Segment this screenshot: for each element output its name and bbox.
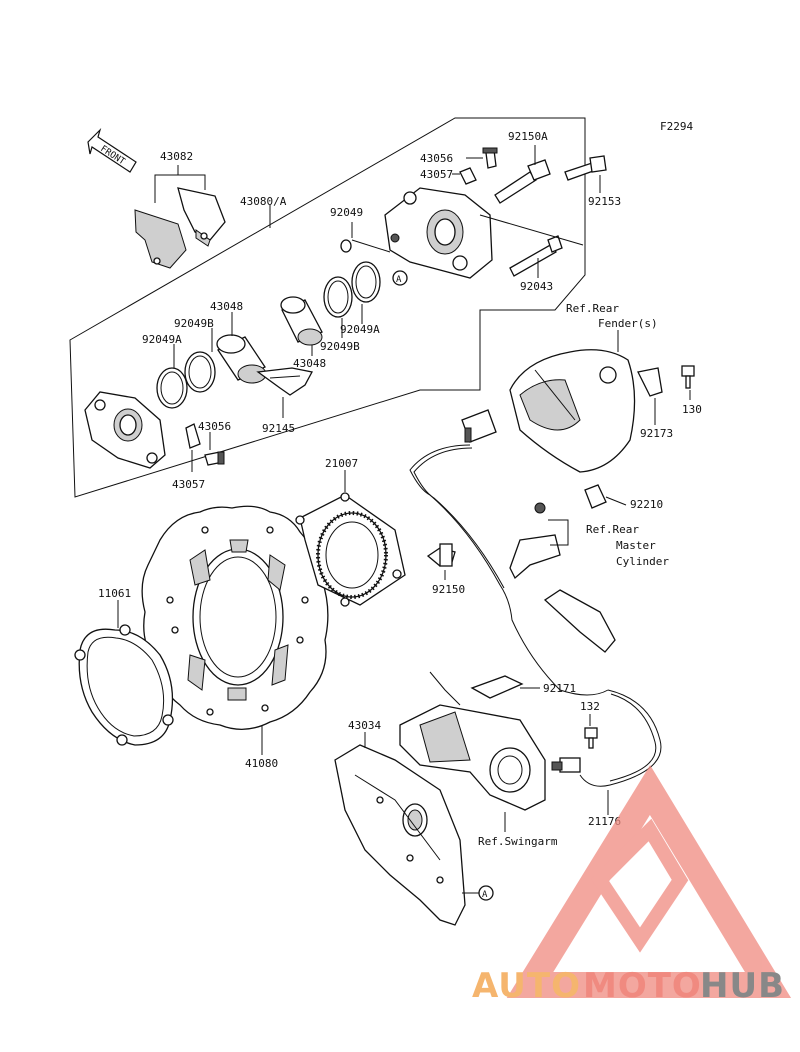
caliper-lower-half bbox=[84, 391, 166, 469]
callout-92049: 92049 bbox=[330, 206, 363, 219]
callout-92150a: 92150A bbox=[508, 130, 548, 143]
callout-92173: 92173 bbox=[640, 427, 673, 440]
brake-disc bbox=[141, 505, 329, 730]
clamp-92171 bbox=[470, 675, 524, 699]
seal-92049b-left-inner bbox=[188, 355, 212, 389]
callout-92049ab: 92049A bbox=[340, 323, 380, 336]
callout-132: 132 bbox=[580, 700, 600, 713]
leader-43082 bbox=[154, 174, 206, 203]
brake-pads bbox=[134, 187, 226, 269]
caliper-bolt-92153 bbox=[564, 155, 607, 181]
bleeder-cap-upper bbox=[459, 167, 477, 185]
abs-cable-lower bbox=[579, 689, 662, 787]
pad-spring-92145 bbox=[256, 367, 313, 396]
bolt-132 bbox=[584, 727, 598, 749]
callout-43082: 43082 bbox=[160, 150, 193, 163]
marker-a-upper-label: A bbox=[396, 275, 402, 285]
figure-code: F2294 bbox=[660, 120, 693, 133]
seal-92049a-left bbox=[156, 367, 188, 409]
callout-92043: 92043 bbox=[520, 280, 553, 293]
callout-21007: 21007 bbox=[325, 457, 358, 470]
abs-cable-upper-2 bbox=[413, 447, 505, 589]
leader-92210 bbox=[605, 496, 627, 506]
watermark-moto: MOTO bbox=[583, 966, 702, 1006]
caliper-upper-half bbox=[384, 187, 493, 279]
ref-master-2: Master bbox=[616, 539, 656, 552]
callout-43057a: 43057 bbox=[420, 168, 453, 181]
seal-92049b-right-inner bbox=[327, 280, 349, 314]
gasket bbox=[74, 624, 174, 746]
automotohub-logo bbox=[506, 765, 792, 998]
callout-11061: 11061 bbox=[98, 587, 131, 600]
ref-rear-fender-1: Ref.Rear bbox=[566, 302, 619, 315]
callout-43048b: 43048 bbox=[293, 357, 326, 370]
callout-92171: 92171 bbox=[543, 682, 576, 695]
seal-92049a-left-inner bbox=[160, 371, 184, 405]
abs-cable-lower-2 bbox=[609, 693, 657, 782]
abs-wheel-sensor bbox=[551, 757, 581, 773]
callout-92145: 92145 bbox=[262, 422, 295, 435]
callout-92049aa: 92049A bbox=[142, 333, 182, 346]
abs-cable-upper bbox=[409, 444, 609, 696]
callout-41080: 41080 bbox=[245, 757, 278, 770]
leader-pin-line bbox=[479, 214, 584, 246]
caliper-pin-92043 bbox=[509, 235, 563, 277]
seal-92049a-right-inner bbox=[355, 265, 377, 299]
watermark-hub: HUB bbox=[700, 966, 785, 1006]
piston-43048-right bbox=[280, 296, 323, 346]
callout-21176: 21176 bbox=[588, 815, 621, 828]
caliper-assembly-boundary bbox=[69, 117, 586, 498]
screw-130 bbox=[681, 365, 695, 389]
front-arrow-icon: FRONT bbox=[87, 127, 137, 173]
callout-43048a: 43048 bbox=[210, 300, 243, 313]
rear-fender-reference bbox=[509, 349, 636, 473]
bleeder-valve-upper bbox=[482, 147, 498, 169]
bleeder-valve-lower bbox=[204, 451, 225, 466]
rear-master-cylinder-reference bbox=[509, 502, 616, 653]
callout-92150: 92150 bbox=[432, 583, 465, 596]
clamp-92210 bbox=[584, 484, 607, 509]
disc-guard bbox=[334, 744, 466, 926]
leader-92049-b bbox=[351, 239, 391, 253]
callout-43056a: 43056 bbox=[420, 152, 453, 165]
marker-a-upper bbox=[392, 270, 408, 286]
seal-92049a-right bbox=[351, 261, 381, 303]
callout-92049ba: 92049B bbox=[174, 317, 214, 330]
seal-92049b-right bbox=[323, 276, 353, 318]
ref-rear-fender-2: Fender(s) bbox=[598, 317, 658, 330]
piston-43048-left bbox=[216, 334, 267, 384]
ref-master-3: Cylinder bbox=[616, 555, 669, 568]
marker-a-lower-label: A bbox=[482, 890, 488, 900]
callout-43080: 43080/A bbox=[240, 195, 287, 208]
disc-bolt-92150 bbox=[426, 543, 456, 567]
abs-sensor-rotor bbox=[295, 492, 406, 607]
ref-master-1: Ref.Rear bbox=[586, 523, 639, 536]
caliper-bracket bbox=[399, 671, 546, 811]
bracket-92173 bbox=[637, 367, 663, 397]
callout-43057b: 43057 bbox=[172, 478, 205, 491]
watermark-auto: AUTO bbox=[472, 966, 581, 1006]
bleeder-cap-lower bbox=[185, 423, 201, 449]
seal-92049b-left bbox=[184, 351, 216, 393]
callout-92153: 92153 bbox=[588, 195, 621, 208]
caliper-bolt-92150a bbox=[494, 159, 551, 204]
callout-43056b: 43056 bbox=[198, 420, 231, 433]
o-ring-92049 bbox=[340, 239, 352, 253]
callout-92210: 92210 bbox=[630, 498, 663, 511]
leader-master bbox=[548, 519, 569, 546]
callout-92049bb: 92049B bbox=[320, 340, 360, 353]
callout-43034: 43034 bbox=[348, 719, 381, 732]
callout-130: 130 bbox=[682, 403, 702, 416]
ref-swingarm: Ref.Swingarm bbox=[478, 835, 558, 848]
abs-sensor-connector bbox=[461, 409, 497, 443]
